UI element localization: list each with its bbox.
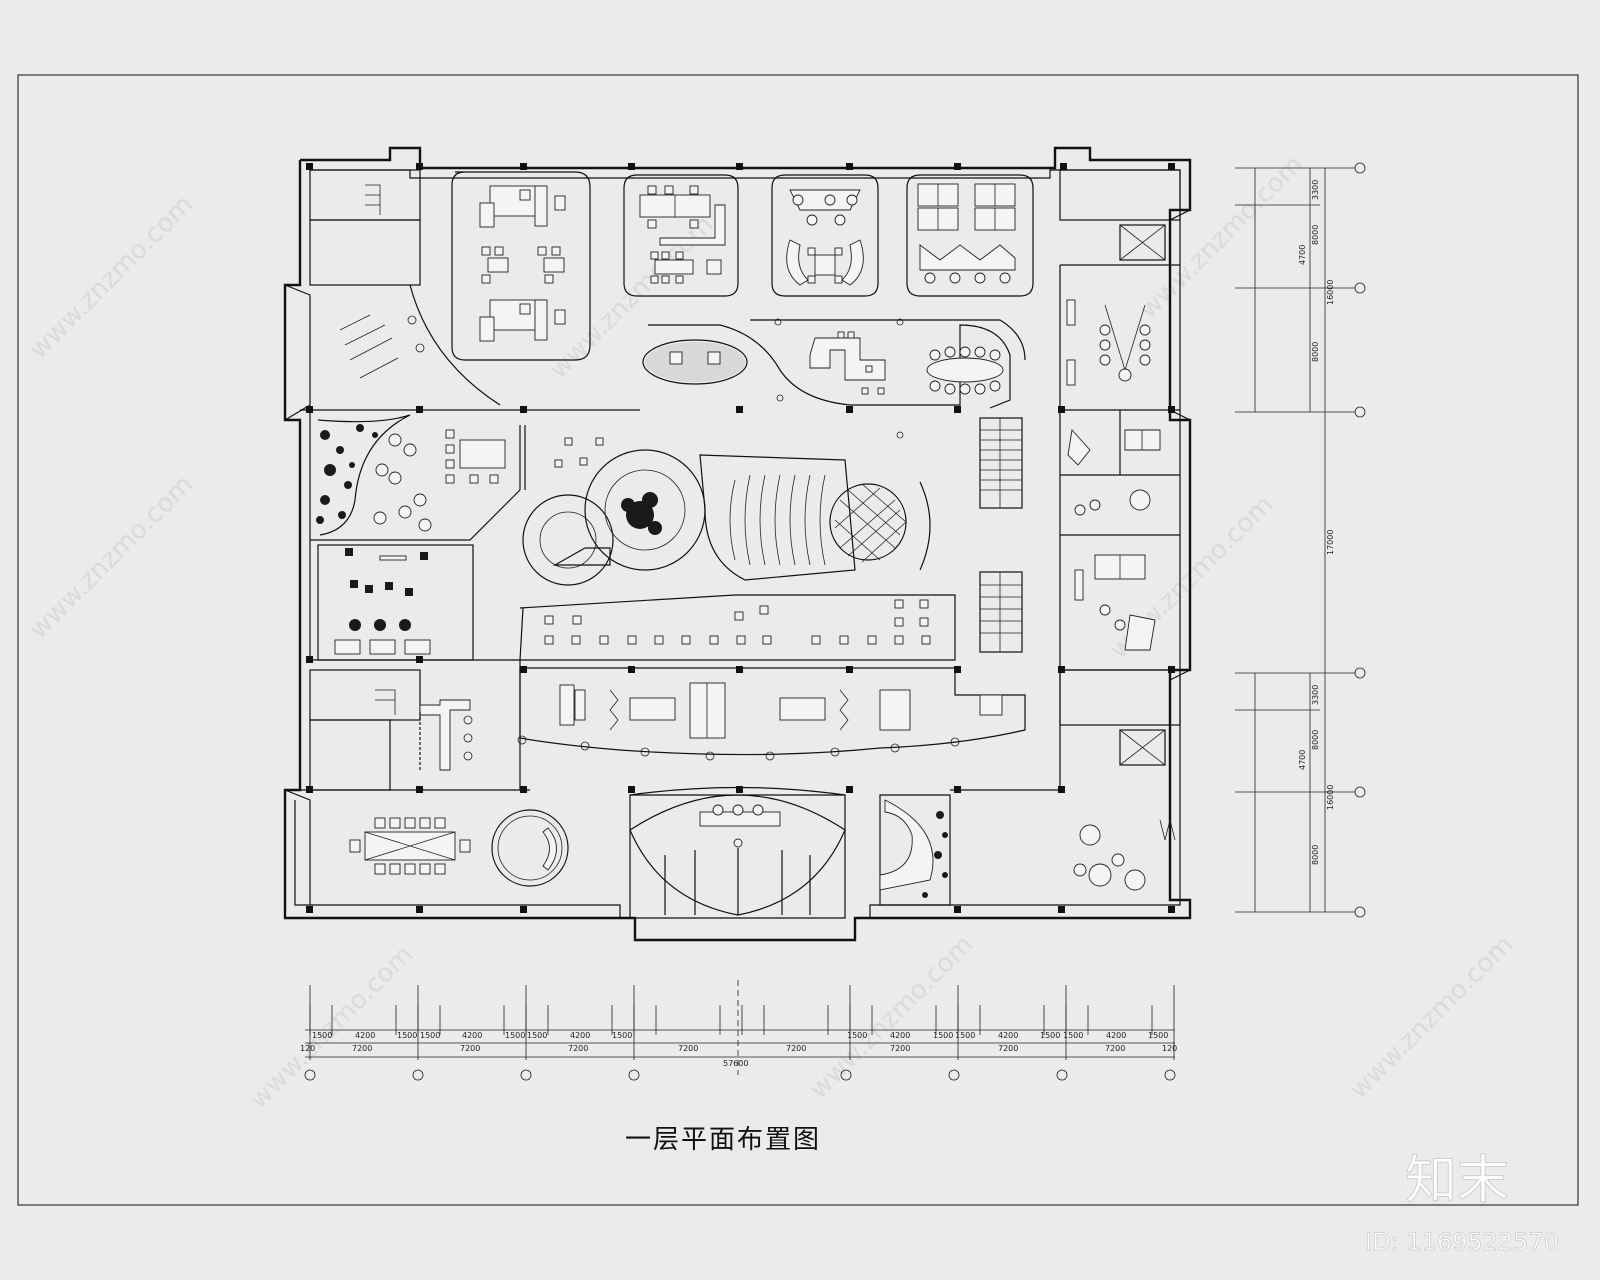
- dim-label: 4200: [890, 1031, 910, 1040]
- dim-label: 1500: [505, 1031, 525, 1040]
- dim-label: 1500: [1148, 1031, 1168, 1040]
- dim-label: 4700: [1298, 750, 1307, 770]
- central-atrium: [519, 318, 1026, 661]
- dim-label: 4200: [355, 1031, 375, 1040]
- meeting-lounge: [786, 189, 864, 286]
- brand-logo: 知末: [1405, 1151, 1509, 1211]
- lecture-hall: [699, 454, 856, 581]
- right-wing: [1060, 299, 1180, 891]
- dim-label: 120: [1162, 1044, 1177, 1053]
- dim-label: 17000: [1326, 530, 1335, 555]
- dim-label: 7200: [1105, 1044, 1125, 1053]
- stair-lower: [979, 571, 1023, 653]
- dim-label: 120: [300, 1044, 315, 1053]
- boardroom: [349, 817, 471, 875]
- dim-label: 1500: [420, 1031, 440, 1040]
- dimension-ticks: [309, 985, 1175, 1060]
- dim-label: 7200: [786, 1044, 806, 1053]
- axis-bubbles-bottom: [304, 1069, 1176, 1081]
- bay-segment-labels: 1500 4200 1500 1500 4200 1500 1500 4200 …: [312, 1031, 1168, 1040]
- dim-label: 4200: [462, 1031, 482, 1040]
- sheet-border: [17, 74, 1579, 1206]
- dim-label: 8000: [1311, 845, 1320, 865]
- dim-label: 3300: [1311, 685, 1320, 705]
- dim-label: 8000: [1311, 342, 1320, 362]
- dim-label: 4200: [1106, 1031, 1126, 1040]
- workstation-cluster: [639, 185, 726, 284]
- bay-total-labels: 120 7200 7200 7200 7200 7200 7200 7200 7…: [300, 1044, 1177, 1068]
- training-room-seats: [334, 548, 431, 655]
- planting-area: [316, 414, 411, 536]
- dim-label: 7200: [352, 1044, 372, 1053]
- desk-set: [479, 185, 566, 342]
- dim-label: 1500: [527, 1031, 547, 1040]
- dim-label: 1500: [955, 1031, 975, 1040]
- open-office-band: [517, 667, 1026, 761]
- overall-dimension: 57600: [723, 1059, 748, 1068]
- dim-label: 4700: [1298, 245, 1307, 265]
- dim-label: 7200: [998, 1044, 1018, 1053]
- dim-label: 3300: [1311, 180, 1320, 200]
- right-dimensions: 3300 4700 8000 8000 16000 17000 3300 470…: [1235, 162, 1366, 918]
- dim-label: 4200: [998, 1031, 1018, 1040]
- dim-label: 7200: [890, 1044, 910, 1053]
- dim-label: 1500: [1063, 1031, 1083, 1040]
- top-office-rooms: [451, 171, 1034, 361]
- dim-label: 1500: [397, 1031, 417, 1040]
- dim-label: 1500: [847, 1031, 867, 1040]
- left-wing: [310, 284, 569, 887]
- structural-columns: [306, 163, 1175, 913]
- dimension-system: 1500 4200 1500 1500 4200 1500 1500 4200 …: [300, 162, 1366, 1081]
- dim-label: 1500: [1040, 1031, 1060, 1040]
- dim-label: 8000: [1311, 730, 1320, 750]
- dim-label: 7200: [460, 1044, 480, 1053]
- image-id-label: ID: 1169522570: [1365, 1228, 1559, 1256]
- corridor-lights: [544, 599, 931, 645]
- dim-label: 16000: [1326, 785, 1335, 810]
- dim-label: 16000: [1326, 280, 1335, 305]
- stair-upper: [979, 417, 1023, 509]
- workstation-grid: [917, 183, 1016, 284]
- dim-label: 1500: [612, 1031, 632, 1040]
- dim-label: 1500: [933, 1031, 953, 1040]
- dim-label: 8000: [1311, 225, 1320, 245]
- drawing-title: 一层平面布置图: [625, 1125, 821, 1155]
- dim-label: 7200: [568, 1044, 588, 1053]
- dim-label: 7200: [678, 1044, 698, 1053]
- entrance-hall: [629, 786, 951, 919]
- dim-label: 1500: [312, 1031, 332, 1040]
- dim-label: 4200: [570, 1031, 590, 1040]
